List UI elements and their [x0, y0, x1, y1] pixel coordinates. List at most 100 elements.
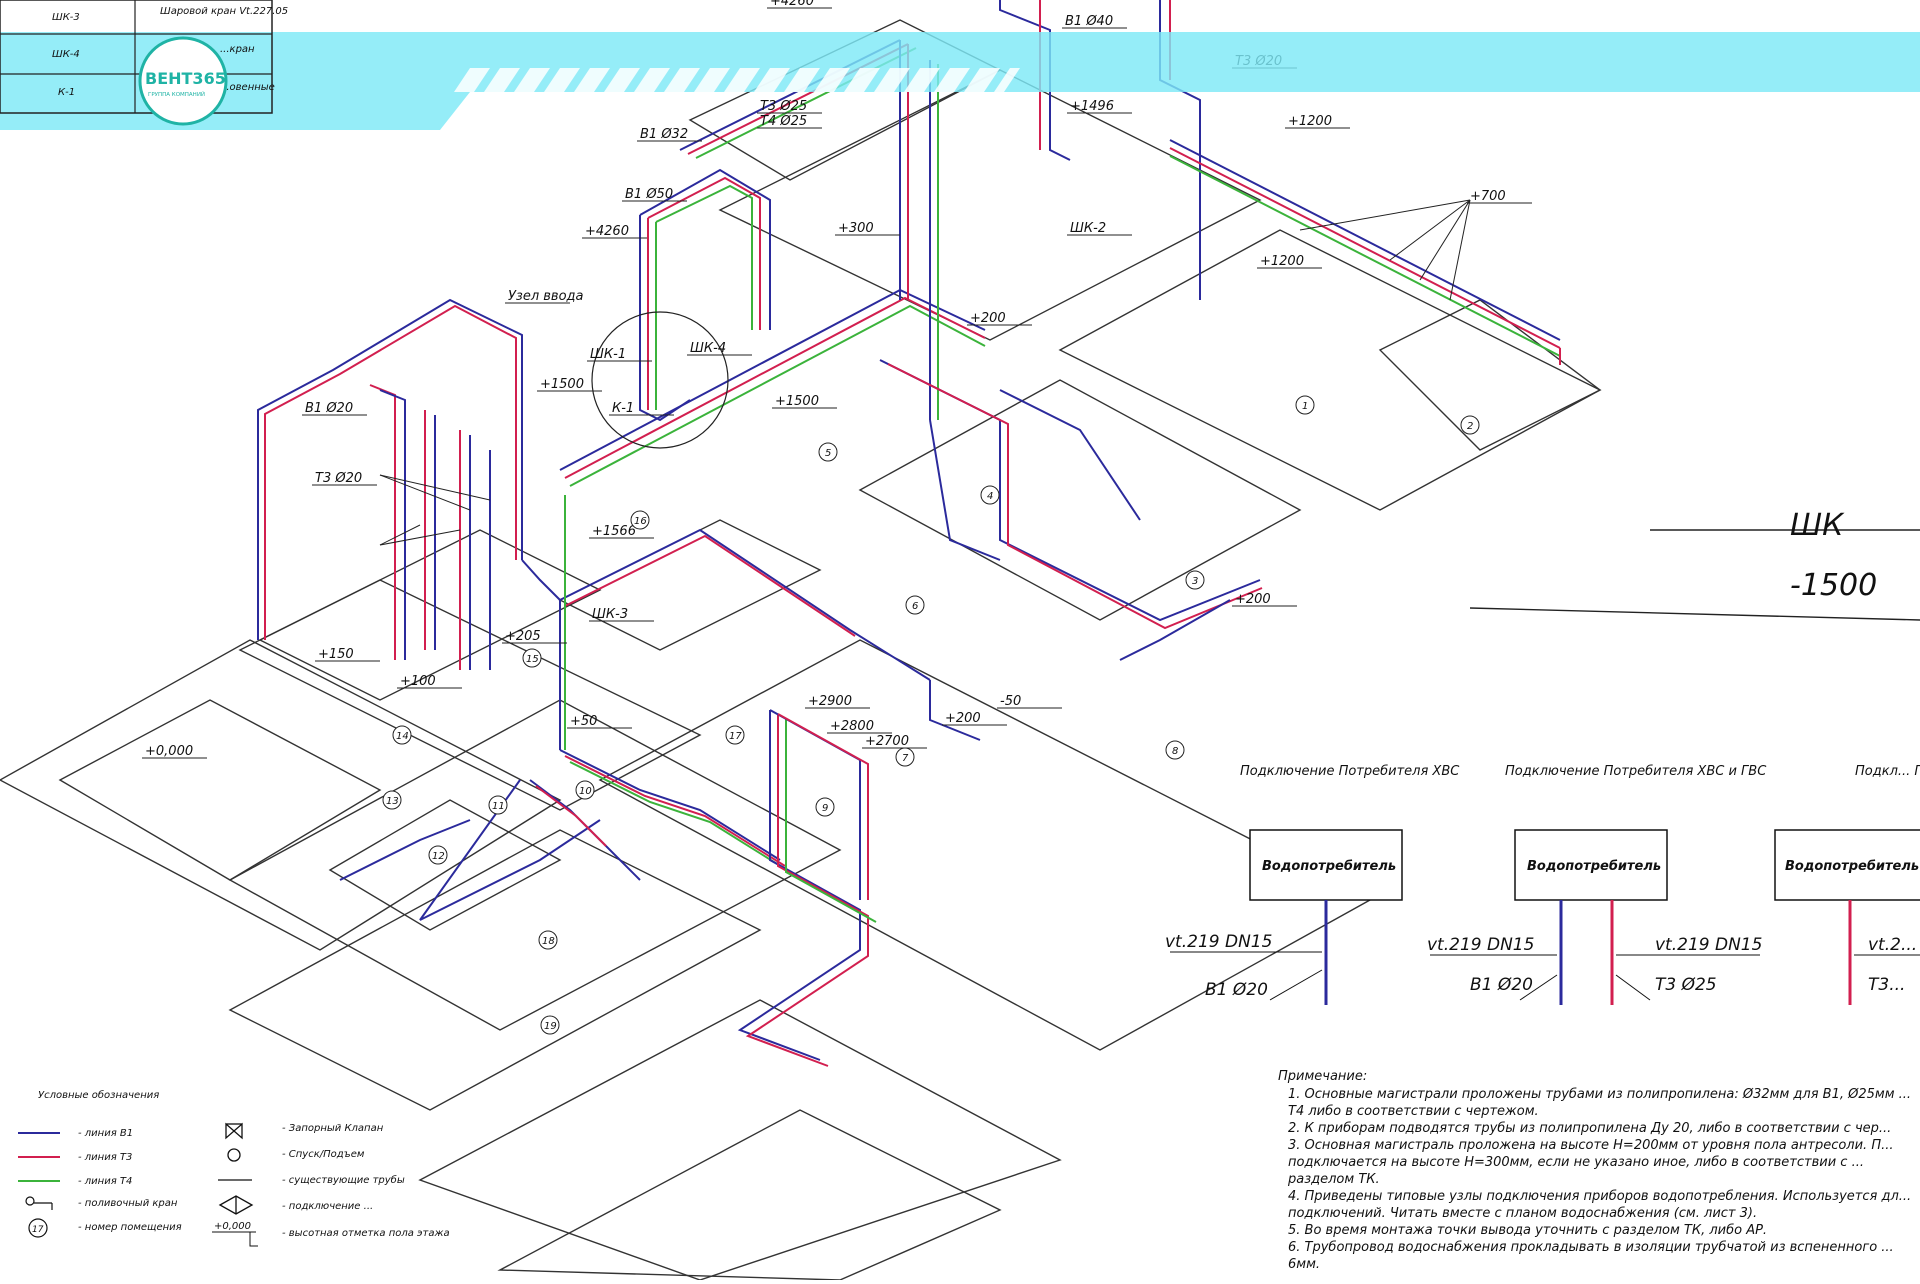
room-number: 10 [575, 780, 595, 800]
leader-lines [379, 199, 1920, 621]
room-outline [1378, 299, 1602, 451]
pipe-t3 [647, 176, 761, 330]
pipe-label: В1 Ø20 [1205, 980, 1268, 1000]
leader [1469, 607, 1920, 621]
company-logo: ВЕНТ365 ГРУППА КОМПАНИЙ [138, 36, 228, 126]
pipe-label: ШК-4 [690, 341, 726, 356]
pipe-label: +1200 [1288, 114, 1332, 129]
consumer-box-label: Водопотребитель [1785, 859, 1919, 874]
note-line: 3. Основная магистраль проложена на высо… [1288, 1138, 1894, 1153]
legend-item-label: - линия Т3 [78, 1152, 132, 1163]
pipe-b1 [999, 389, 1141, 521]
note-line: 5. Во время монтажа точки вывода уточнит… [1288, 1223, 1767, 1238]
room-number-text: 5 [825, 448, 831, 459]
pipe-label: +1496 [1070, 99, 1114, 114]
logo-brand: ВЕНТ365 [145, 69, 226, 88]
room-outline [0, 639, 562, 951]
pipe-label: -50 [1000, 694, 1021, 709]
pipe-b1 [1119, 599, 1231, 661]
pipe-label: +2700 [865, 734, 909, 749]
pipe-label: +50 [570, 714, 597, 729]
pipe-t3 [564, 755, 786, 867]
valve-label: vt.2... [1868, 935, 1917, 955]
room-outline [228, 829, 762, 1111]
pipe-label: +0,000 [145, 744, 193, 759]
note-line: 2. К приборам подводятся трубы из полипр… [1288, 1121, 1891, 1136]
room-number: 7 [895, 747, 915, 767]
pipe-label: +4260 [585, 224, 629, 239]
room-number-text: 8 [1172, 746, 1178, 757]
room-number-text: 13 [386, 796, 399, 807]
note-line: 4. Приведены типовые узлы подключения пр… [1288, 1189, 1911, 1204]
legend: Условные обозначения 17 +0,000 - линия В… [18, 1089, 450, 1247]
room-number-text: 15 [526, 654, 539, 665]
valve-label: vt.219 DN15 [1427, 935, 1534, 955]
floor-elevation-icon: +0,000 [212, 1221, 258, 1247]
room-number: 13 [382, 790, 402, 810]
legend-title: Условные обозначения [38, 1089, 159, 1101]
stamp-code: ШК-3 [52, 12, 80, 23]
pipe-t3 [369, 384, 396, 660]
svg-text:+0,000: +0,000 [214, 1221, 251, 1232]
elevation-big: -1500 [1790, 568, 1877, 603]
pipe-label: В1 Ø20 [1470, 975, 1533, 995]
pipe-label: +1200 [1260, 254, 1304, 269]
legend-item-label: - номер помещения [78, 1222, 182, 1233]
room-number: 5 [818, 442, 838, 462]
pipe-label: +2800 [830, 719, 874, 734]
room-number: 16 [630, 510, 650, 530]
legend-item-label: - подключение ... [282, 1201, 373, 1212]
pipe-t4 [785, 718, 877, 923]
logo-tagline: ГРУППА КОМПАНИЙ [148, 91, 205, 98]
pipe-label: В1 Ø50 [625, 187, 673, 202]
room-number: 11 [488, 795, 508, 815]
room-number: 2 [1460, 415, 1480, 435]
consumer-title-line: Подключение Потребителя ХВС и ГВС [1505, 764, 1767, 779]
pipe-t3 [745, 714, 869, 1067]
pipe-label: Т4 Ø25 [760, 114, 807, 129]
room-number: 8 [1165, 740, 1185, 760]
legend-item-label: - Спуск/Подъем [282, 1149, 365, 1160]
note-line: 6. Трубопровод водоснабжения прокладыват… [1288, 1240, 1894, 1255]
leader [1615, 974, 1651, 1001]
room-outline [328, 799, 562, 931]
leader [1419, 199, 1471, 281]
room-number-text: 14 [396, 731, 409, 742]
pipe-b1 [559, 749, 781, 861]
stamp-table: ШК-3 Шаровой кран Vt.227.05 ШК-4 ...кран… [0, 0, 288, 114]
consumer-box [1514, 829, 1668, 901]
room-number-text: 6 [912, 601, 918, 612]
pipe-label: +205 [505, 629, 541, 644]
pipe-b1 [257, 298, 523, 640]
pipe-label: +1500 [540, 377, 584, 392]
big-labels: ШК -1500 [1790, 508, 1877, 603]
pipe-label: +200 [970, 311, 1006, 326]
pipe-label: +1500 [775, 394, 819, 409]
pipe-b1 [769, 709, 861, 900]
room-number: 15 [522, 648, 542, 668]
leader [379, 474, 491, 501]
stamp-desc: ...кран [220, 44, 255, 55]
room-number: 4 [980, 485, 1000, 505]
pipe-label: Т3 Ø20 [315, 471, 362, 486]
pipe-label: К-1 [612, 401, 634, 416]
leader [379, 524, 421, 546]
leader [1389, 199, 1471, 261]
room-outline [497, 1109, 1002, 1281]
stamp-code: ШК-4 [52, 49, 80, 60]
room-number: 14 [392, 725, 412, 745]
consumer-box-label: Водопотребитель [1527, 859, 1661, 874]
pipe-t4 [569, 304, 986, 487]
pipe-t4 [655, 184, 753, 330]
legend-item-label: - линия В1 [78, 1128, 133, 1139]
legend-item-label: - высотная отметка пола этажа [282, 1228, 450, 1239]
consumer-title-line: Подключение Потребителя ХВС [1240, 764, 1460, 779]
pipe-network [257, 0, 1561, 1067]
note-line: подключается на высоте Н=300мм, если не … [1288, 1155, 1864, 1170]
room-number-text: 18 [542, 936, 555, 947]
inlet-node-callout [591, 311, 729, 449]
pipe-b1 [999, 0, 1071, 161]
pipe-b1 [1169, 139, 1561, 341]
notes-block: Примечание: 1. Основные магистрали проло… [1278, 1069, 1911, 1272]
